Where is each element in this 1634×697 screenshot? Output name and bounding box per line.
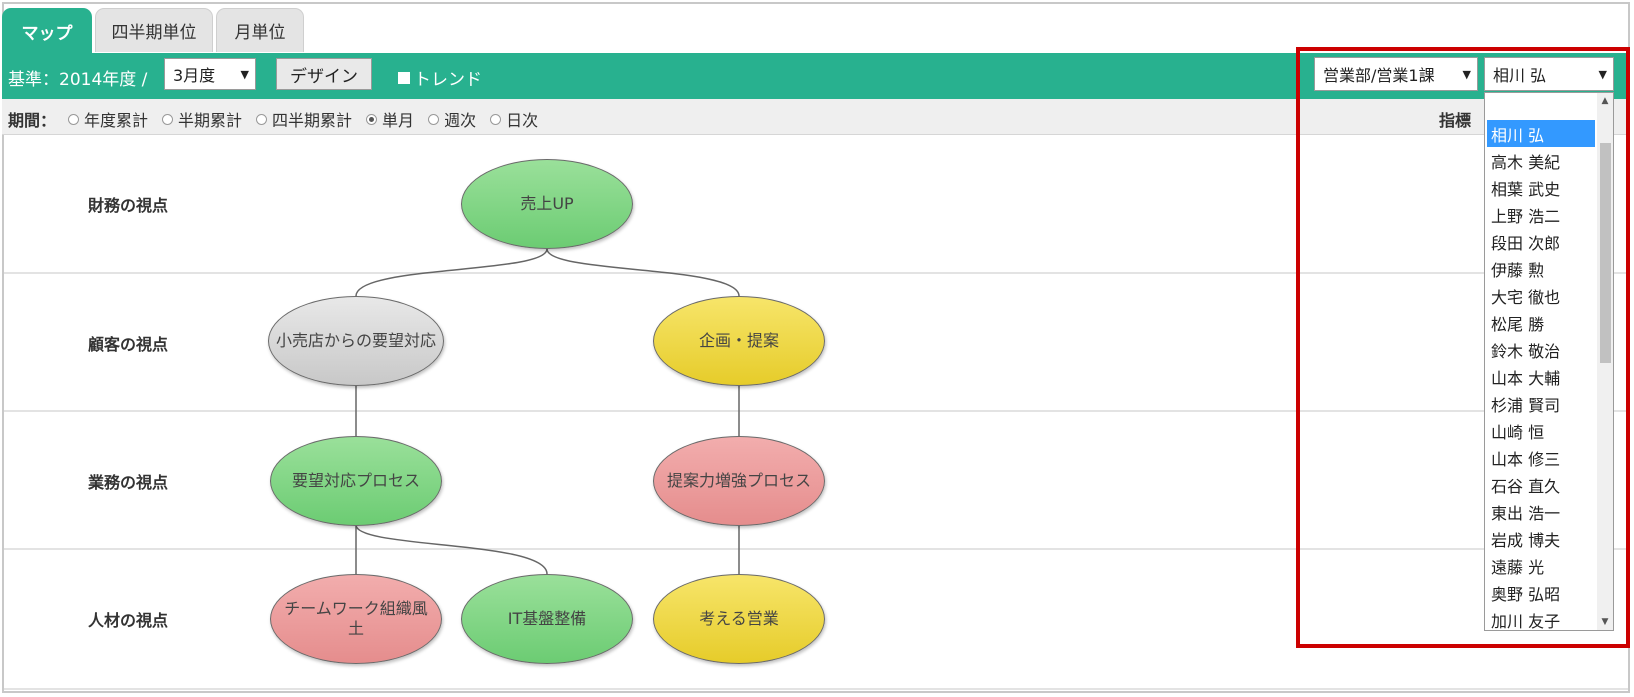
list-item[interactable]: 大宅 徹也 <box>1491 287 1561 307</box>
list-item[interactable]: 東出 浩一 <box>1491 503 1561 523</box>
base-period-label: 基準：2014年度 / <box>8 70 148 90</box>
list-item[interactable]: 高木 美紀 <box>1491 152 1561 172</box>
tab-quarterly[interactable]: 四半期単位 <box>95 8 213 52</box>
radio-selected-icon[interactable] <box>366 113 378 125</box>
list-item[interactable]: 段田 次郎 <box>1491 233 1561 253</box>
objective-it-infra[interactable]: IT基盤整備 <box>461 574 633 664</box>
scroll-down-icon[interactable]: ▼ <box>1601 617 1609 627</box>
connector <box>546 248 740 297</box>
period-option-year[interactable]: 年度累計 <box>68 107 148 131</box>
list-item[interactable]: 上野 浩二 <box>1491 206 1561 226</box>
list-item[interactable]: 山本 修三 <box>1491 449 1561 469</box>
connector <box>355 524 548 575</box>
row-divider <box>4 548 1628 550</box>
period-option-label: 単月 <box>382 111 415 130</box>
list-item[interactable]: 山本 大輔 <box>1491 368 1561 388</box>
list-item[interactable]: 松尾 勝 <box>1491 314 1545 334</box>
design-button[interactable]: デザイン <box>276 58 372 90</box>
radio-icon[interactable] <box>490 113 502 125</box>
indicator-label: 指標 <box>1439 111 1472 130</box>
trend-label: トレンド <box>414 70 482 90</box>
objective-planning-proposal[interactable]: 企画・提案 <box>653 296 825 386</box>
person-list-items: 相川 弘 高木 美紀 相葉 武史 上野 浩二 段田 次郎 伊藤 勲 大宅 徹也 … <box>1487 120 1595 631</box>
period-option-day[interactable]: 日次 <box>490 107 538 131</box>
perspective-financial: 財務の視点 <box>88 196 169 215</box>
objective-retailer-requests[interactable]: 小売店からの要望対応 <box>268 296 444 386</box>
perspective-customer: 顧客の視点 <box>88 335 169 354</box>
month-select[interactable]: 3月度 ▼ <box>164 58 256 90</box>
list-item[interactable]: 伊藤 勲 <box>1491 260 1545 280</box>
chevron-down-icon: ▼ <box>1598 67 1607 81</box>
period-option-label: 日次 <box>506 111 539 130</box>
list-item[interactable]: 山崎 恒 <box>1491 422 1545 442</box>
objective-sales-up[interactable]: 売上UP <box>461 159 633 249</box>
list-item[interactable]: 杉浦 賢司 <box>1491 395 1561 415</box>
toolbar: 基準：2014年度 / 3月度 ▼ デザイン トレンド 営業部/営業1課 ▼ 相… <box>2 53 1630 99</box>
connector <box>355 248 548 297</box>
month-select-value: 3月度 <box>173 66 216 85</box>
highlight-box <box>1296 47 1630 648</box>
list-item[interactable]: 加川 友子 <box>1491 611 1561 631</box>
period-radio-group: 年度累計 半期累計 四半期累計 単月 週次 日次 <box>68 107 552 131</box>
radio-icon[interactable] <box>428 113 440 125</box>
period-option-label: 半期累計 <box>178 111 243 130</box>
perspective-process: 業務の視点 <box>88 473 169 492</box>
person-select-value: 相川 弘 <box>1493 66 1547 85</box>
tab-map[interactable]: マップ <box>2 8 92 54</box>
list-item[interactable]: 鈴木 敬治 <box>1491 341 1561 361</box>
period-option-label: 四半期累計 <box>272 111 353 130</box>
person-dropdown-list[interactable]: 相川 弘 高木 美紀 相葉 武史 上野 浩二 段田 次郎 伊藤 勲 大宅 徹也 … <box>1484 92 1614 631</box>
objective-teamwork[interactable]: チームワーク組織風土 <box>270 574 442 664</box>
period-option-month[interactable]: 単月 <box>366 107 414 131</box>
period-bar: 期間： 年度累計 半期累計 四半期累計 単月 週次 日次 指標 <box>2 99 1630 135</box>
tab-monthly[interactable]: 月単位 <box>216 8 304 52</box>
list-item[interactable]: 石谷 直久 <box>1491 476 1561 496</box>
period-option-week[interactable]: 週次 <box>428 107 476 131</box>
objective-thinking-sales[interactable]: 考える営業 <box>653 574 825 664</box>
objective-request-process[interactable]: 要望対応プロセス <box>270 436 442 526</box>
list-item[interactable]: 遠藤 光 <box>1491 557 1545 577</box>
department-select-value: 営業部/営業1課 <box>1323 66 1435 85</box>
chevron-down-icon: ▼ <box>240 67 249 81</box>
row-divider <box>4 410 1628 412</box>
chevron-down-icon: ▼ <box>1462 67 1471 81</box>
checkbox-icon[interactable] <box>398 71 410 84</box>
row-divider <box>4 272 1628 274</box>
person-select[interactable]: 相川 弘 ▼ <box>1484 57 1614 91</box>
period-option-label: 週次 <box>444 111 477 130</box>
department-select[interactable]: 営業部/営業1課 ▼ <box>1314 57 1478 91</box>
list-item[interactable]: 岩成 博夫 <box>1491 530 1561 550</box>
list-item[interactable]: 相川 弘 <box>1487 120 1595 147</box>
scroll-up-icon[interactable]: ▲ <box>1601 96 1609 106</box>
list-item[interactable]: 奥野 弘昭 <box>1491 584 1561 604</box>
period-option-label: 年度累計 <box>84 111 149 130</box>
perspective-learning: 人材の視点 <box>88 611 169 630</box>
radio-icon[interactable] <box>162 113 174 125</box>
list-item[interactable]: 相葉 武史 <box>1491 179 1561 199</box>
scroll-thumb[interactable] <box>1600 143 1611 363</box>
radio-icon[interactable] <box>256 113 268 125</box>
trend-checkbox[interactable]: トレンド <box>398 65 482 90</box>
radio-icon[interactable] <box>68 113 79 125</box>
tab-bar: マップ 四半期単位 月単位 <box>2 8 307 54</box>
objective-proposal-process[interactable]: 提案力増強プロセス <box>653 436 825 526</box>
row-divider <box>4 688 1628 690</box>
scrollbar[interactable]: ▲ ▼ <box>1597 93 1613 630</box>
period-option-quarter[interactable]: 四半期累計 <box>256 107 352 131</box>
period-label: 期間： <box>8 111 57 130</box>
period-option-half[interactable]: 半期累計 <box>162 107 242 131</box>
